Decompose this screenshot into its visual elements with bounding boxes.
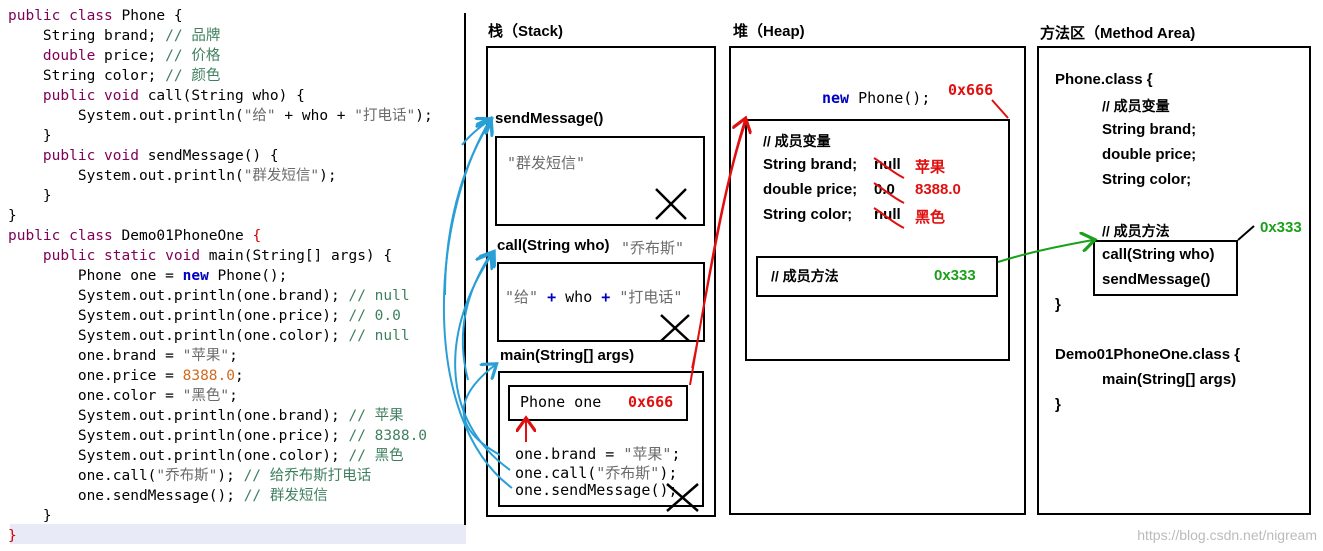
code-line: public class Phone { (8, 8, 183, 24)
phone-class-header: Phone.class { (1055, 71, 1153, 88)
code-line: double price; // 价格 (8, 48, 221, 64)
cross-call-frame (660, 314, 690, 342)
code-line: } (8, 128, 52, 144)
code-line: System.out.println("群发短信"); (8, 168, 337, 184)
heap-box (729, 46, 1026, 515)
arrow-code-to-sendframe (444, 122, 490, 296)
watermark: https://blog.csdn.net/nigream (1137, 527, 1317, 543)
ma-fields-title: // 成员变量 (1102, 98, 1170, 114)
cross-main-frame (666, 483, 699, 512)
code-line: System.out.println("给" + who + "打电话"); (8, 108, 433, 124)
arrow-var-to-heap-object (689, 120, 745, 386)
strike-brand-null (873, 157, 905, 179)
code-line: System.out.println(one.brand); // null (8, 288, 410, 304)
code-line: System.out.println(one.color); // 黑色 (8, 448, 404, 464)
heap-field-color-new: 黑色 (915, 209, 946, 226)
heap-field-price-decl: double price; (763, 181, 858, 198)
arrow-call-to-callframe (461, 255, 490, 381)
main-frame-label: main(String[] args) (500, 347, 635, 364)
ma-field-brand: String brand; (1102, 121, 1197, 138)
arrow-line1-to-callframe (454, 253, 511, 471)
code-panel: public class Phone { String brand; // 品牌… (0, 6, 462, 551)
code-line: Phone one = new Phone(); (8, 268, 288, 284)
ma-methods-addr: 0x333 (1260, 219, 1302, 236)
code-line: one.color = "黑色"; (8, 388, 238, 404)
main-line-call: one.call("乔布斯"); (515, 464, 678, 482)
heap-field-color-decl: String color; (763, 206, 853, 223)
stack-title: 栈（Stack) (488, 23, 564, 40)
arrow-main-to-heap (691, 121, 747, 369)
arrow-println-to-send (461, 120, 490, 146)
code-line: public static void main(String[] args) { (8, 248, 393, 264)
arrow-methods-to-method-area (997, 240, 1093, 263)
call-frame-arg: "乔布斯" (621, 239, 685, 257)
heap-field-brand-old: null (874, 156, 901, 173)
method-area-title: 方法区（Method Area) (1040, 25, 1196, 42)
code-line: public void sendMessage() { (8, 148, 279, 164)
call-frame-label: call(String who) (497, 237, 610, 254)
addr-tick-heap (991, 99, 1009, 119)
send-frame-box (495, 136, 705, 226)
phone-one-var: Phone one (520, 393, 602, 411)
code-line: System.out.println(one.price); // 8388.0 (8, 428, 428, 444)
code-current-line-highlight (10, 524, 466, 544)
demo-class-close: } (1055, 396, 1061, 413)
send-frame-code: "群发短信" (507, 154, 586, 172)
call-frame-code: "给" + who + "打电话" (505, 288, 683, 306)
code-line: } (8, 208, 17, 224)
code-line: } (8, 188, 52, 204)
ma-addr-tick (1237, 225, 1255, 241)
code-line: } (8, 528, 17, 544)
stack-box (486, 46, 716, 517)
heap-new-phone: new Phone(); (822, 89, 931, 107)
ma-field-color: String color; (1102, 171, 1192, 188)
code-line: } (8, 508, 52, 524)
heap-object-addr: 0x666 (948, 81, 994, 99)
ma-method-send: sendMessage() (1102, 271, 1211, 288)
strike-price-zero (873, 182, 905, 204)
code-line: one.sendMessage(); // 群发短信 (8, 488, 328, 504)
heap-fields-title: // 成员变量 (763, 133, 831, 149)
code-line: one.brand = "苹果"; (8, 348, 238, 364)
code-line: one.price = 8388.0; (8, 368, 244, 384)
heap-object-box (745, 119, 1010, 361)
main-frame-box (498, 371, 704, 507)
divider-line (464, 13, 466, 525)
ma-methods-box (1093, 240, 1238, 296)
code-line: String brand; // 品牌 (8, 28, 221, 44)
phone-one-var-box (508, 385, 688, 421)
code-line: System.out.println(one.brand); // 苹果 (8, 408, 404, 424)
heap-field-brand-decl: String brand; (763, 156, 858, 173)
heap-methods-addr: 0x333 (934, 267, 976, 284)
demo-class-header: Demo01PhoneOne.class { (1055, 346, 1241, 363)
demo-main-method: main(String[] args) (1102, 371, 1237, 388)
heap-methods-box (756, 256, 998, 297)
main-line-brand: one.brand = "苹果"; (515, 445, 681, 463)
heap-title: 堆（Heap) (733, 23, 805, 40)
code-line: System.out.println(one.color); // null (8, 328, 410, 344)
phone-one-addr: 0x666 (628, 393, 674, 411)
cross-send-frame (655, 188, 687, 220)
code-line: public class Demo01PhoneOne { (8, 228, 262, 244)
code-line: one.call("乔布斯"); // 给乔布斯打电话 (8, 468, 372, 484)
code-line: String color; // 颜色 (8, 68, 221, 84)
heap-field-brand-new: 苹果 (915, 159, 946, 176)
arrow-main-to-mainframe (462, 365, 501, 456)
heap-methods-title: // 成员方法 (771, 268, 839, 284)
ma-field-price: double price; (1102, 146, 1197, 163)
heap-field-price-new: 8388.0 (915, 181, 961, 198)
ma-method-call: call(String who) (1102, 246, 1215, 263)
send-frame-label: sendMessage() (495, 110, 604, 127)
strike-color-null (873, 207, 905, 229)
code-line: public void call(String who) { (8, 88, 305, 104)
ma-methods-title: // 成员方法 (1102, 223, 1170, 239)
main-line-send: one.sendMessage(); (515, 481, 678, 499)
arrow-line2-to-sendframe (442, 120, 513, 489)
method-area-box (1037, 46, 1311, 515)
code-line: System.out.println(one.price); // 0.0 (8, 308, 401, 324)
heap-field-color-old: null (874, 206, 901, 223)
phone-class-close: } (1055, 296, 1061, 313)
